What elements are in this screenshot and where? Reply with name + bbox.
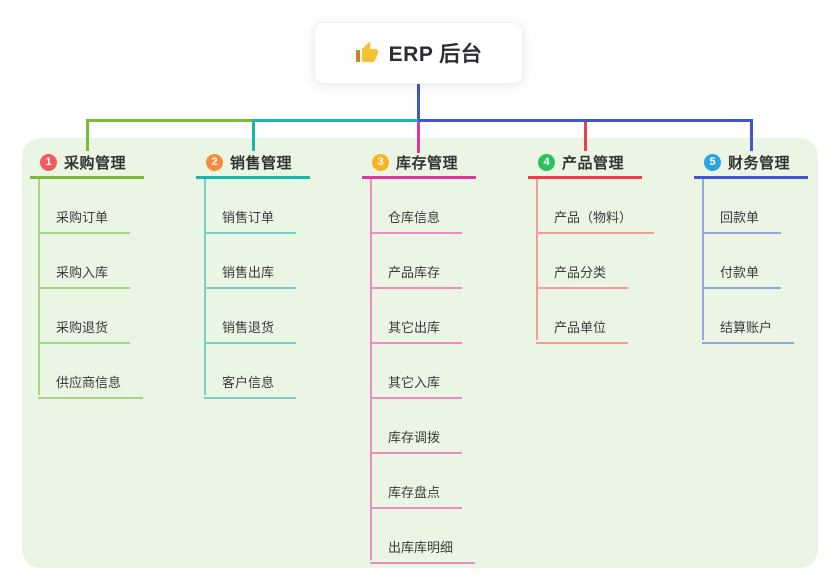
branch-badge-1: 1 (40, 154, 57, 171)
branch-children-4: 产品（物料） 产品分类产品单位 (528, 179, 688, 344)
branch-title-4[interactable]: 4 产品管理 (528, 149, 642, 179)
branch-children-5: 回款单付款单结算账户 (694, 179, 839, 344)
root-node[interactable]: ERP 后台 (314, 22, 523, 84)
connector-drop-5 (750, 119, 753, 151)
child-node-1-1[interactable]: 采购订单 (38, 207, 131, 234)
child-cell: 其它出库 (362, 289, 522, 344)
child-node-4-3[interactable]: 产品单位 (536, 317, 629, 344)
child-node-4-2[interactable]: 产品分类 (536, 262, 629, 289)
connector-drop-4 (584, 122, 587, 151)
child-cell: 供应商信息 (30, 344, 190, 399)
child-node-3-1[interactable]: 仓库信息 (370, 207, 463, 234)
connector-vline-5 (702, 179, 704, 340)
connector-vline-1 (38, 179, 40, 395)
child-cell: 产品分类 (528, 234, 688, 289)
branch-title-3[interactable]: 3 库存管理 (362, 149, 476, 179)
child-cell: 产品（物料） (528, 179, 688, 234)
connector-root-stem (417, 84, 420, 122)
child-node-2-2[interactable]: 销售出库 (204, 262, 297, 289)
connector-bus-segment-2 (252, 119, 420, 122)
branch-label-5: 财务管理 (728, 155, 791, 172)
child-cell: 库存调拨 (362, 399, 522, 454)
child-node-3-4[interactable]: 其它入库 (370, 372, 463, 399)
child-node-2-4[interactable]: 客户信息 (204, 372, 297, 399)
branch-title-2[interactable]: 2 销售管理 (196, 149, 310, 179)
connector-drop-1 (86, 119, 89, 151)
child-cell: 回款单 (694, 179, 839, 234)
child-node-5-2[interactable]: 付款单 (702, 262, 782, 289)
branch-title-5[interactable]: 5 财务管理 (694, 149, 808, 179)
child-cell: 客户信息 (196, 344, 356, 399)
branch-label-4: 产品管理 (562, 155, 625, 172)
child-node-4-1[interactable]: 产品（物料） (536, 207, 655, 234)
child-node-2-3[interactable]: 销售退货 (204, 317, 297, 344)
child-node-3-7[interactable]: 出库库明细 (370, 537, 476, 564)
child-node-2-1[interactable]: 销售订单 (204, 207, 297, 234)
child-node-1-3[interactable]: 采购退货 (38, 317, 131, 344)
branch-children-1: 采购订单采购入库采购退货供应商信息 (30, 179, 190, 399)
branch-2: 2 销售管理销售订单销售出库销售退货客户信息 (196, 149, 356, 399)
child-cell: 采购订单 (30, 179, 190, 234)
branch-label-1: 采购管理 (64, 155, 127, 172)
branch-badge-3: 3 (372, 154, 389, 171)
connector-bus-segment-1 (86, 119, 254, 122)
child-node-3-5[interactable]: 库存调拨 (370, 427, 463, 454)
branch-children-2: 销售订单销售出库销售退货客户信息 (196, 179, 356, 399)
branch-title-1[interactable]: 1 采购管理 (30, 149, 144, 179)
child-cell: 销售订单 (196, 179, 356, 234)
child-node-1-4[interactable]: 供应商信息 (38, 372, 144, 399)
branch-5: 5 财务管理回款单付款单结算账户 (694, 149, 839, 344)
child-cell: 销售出库 (196, 234, 356, 289)
child-cell: 采购入库 (30, 234, 190, 289)
connector-vline-3 (370, 179, 372, 560)
connector-vline-4 (536, 179, 538, 340)
child-cell: 出库库明细 (362, 509, 522, 564)
child-cell: 销售退货 (196, 289, 356, 344)
child-cell: 付款单 (694, 234, 839, 289)
branches-panel (22, 138, 818, 568)
branch-badge-2: 2 (206, 154, 223, 171)
connector-drop-3 (417, 122, 420, 153)
child-cell: 仓库信息 (362, 179, 522, 234)
child-node-3-3[interactable]: 其它出库 (370, 317, 463, 344)
child-cell: 采购退货 (30, 289, 190, 344)
child-cell: 其它入库 (362, 344, 522, 399)
child-node-3-6[interactable]: 库存盘点 (370, 482, 463, 509)
child-cell: 产品库存 (362, 234, 522, 289)
connector-drop-2 (252, 119, 255, 151)
branch-badge-5: 5 (704, 154, 721, 171)
connector-bus-segment-3 (418, 119, 752, 122)
branch-4: 4 产品管理产品（物料） 产品分类产品单位 (528, 149, 688, 344)
root-label: ERP 后台 (388, 43, 483, 66)
child-node-5-1[interactable]: 回款单 (702, 207, 782, 234)
branch-badge-4: 4 (538, 154, 555, 171)
child-cell: 库存盘点 (362, 454, 522, 509)
branch-children-3: 仓库信息产品库存其它出库其它入库库存调拨库存盘点出库库明细 (362, 179, 522, 564)
child-node-3-2[interactable]: 产品库存 (370, 262, 463, 289)
branch-label-2: 销售管理 (230, 155, 293, 172)
child-cell: 结算账户 (694, 289, 839, 344)
branch-3: 3 库存管理仓库信息产品库存其它出库其它入库库存调拨库存盘点出库库明细 (362, 149, 522, 564)
branch-1: 1 采购管理采购订单采购入库采购退货供应商信息 (30, 149, 190, 399)
branch-label-3: 库存管理 (396, 155, 459, 172)
child-node-1-2[interactable]: 采购入库 (38, 262, 131, 289)
connector-vline-2 (204, 179, 206, 395)
child-cell: 产品单位 (528, 289, 688, 344)
thumbs-up-icon (355, 42, 378, 62)
child-node-5-3[interactable]: 结算账户 (702, 317, 795, 344)
